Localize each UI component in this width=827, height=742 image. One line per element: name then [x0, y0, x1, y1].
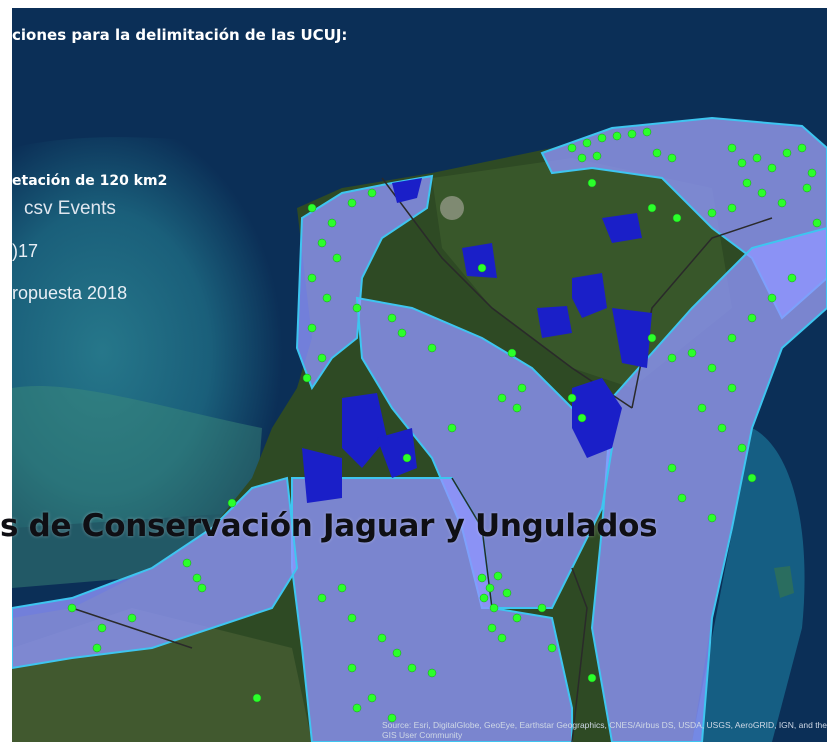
legend-heading: ciones para la delimitación de las UCUJ:	[12, 26, 348, 44]
map-title: s de Conservación Jaguar y Ungulados	[0, 508, 658, 544]
vegetation-patches	[302, 178, 652, 503]
shallow-shelf	[12, 137, 312, 528]
map-attribution: Source: Esri, DigitalGlobe, GeoEye, Eart…	[382, 720, 827, 740]
merida-urban-area	[440, 196, 464, 220]
ucuj-polygon-west[interactable]	[12, 476, 299, 670]
forest-north	[432, 158, 732, 388]
ucuj-polygon-south[interactable]	[291, 477, 573, 742]
map-canvas	[12, 8, 827, 742]
legend-2017-label: )17	[12, 241, 39, 261]
ucuj-polygon-east[interactable]	[590, 226, 827, 742]
ucuj-polygons	[12, 116, 827, 742]
legend-vegetation-label: etación de 120 km2	[12, 173, 168, 189]
satellite-map[interactable]: ciones para la delimitación de las UCUJ:…	[12, 8, 827, 742]
caribbean-shelf	[692, 428, 805, 742]
legend-events-label: csv Events	[24, 198, 116, 219]
legend-proposal-label: ropuesta 2018	[12, 283, 128, 303]
occurrence-points	[67, 127, 822, 723]
cozumel-island	[774, 566, 794, 598]
